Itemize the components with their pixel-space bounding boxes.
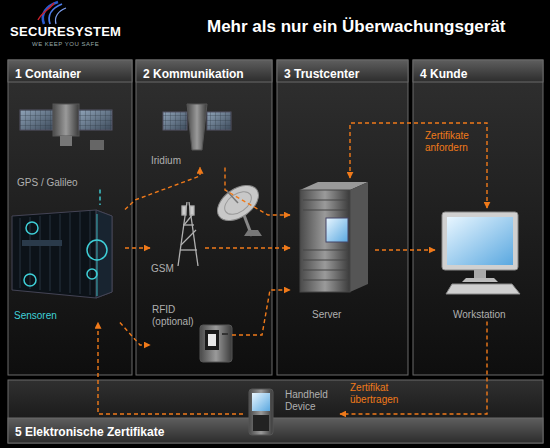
component-caption: Server (312, 309, 341, 321)
edge-label: Zertifikate anfordern (425, 130, 480, 153)
panel-heading: 5 Elektronische Zertifikate (15, 426, 164, 440)
rfid-reader (200, 325, 232, 362)
component-caption: Handheld Device (285, 389, 337, 412)
dashed-arrow (120, 323, 150, 346)
dashed-arrow (98, 323, 243, 415)
component-node: GSM (150, 200, 205, 276)
component-node: Iridium (148, 98, 235, 168)
label-wrap: SECURESYSTEM (10, 25, 121, 40)
panel-heading: 1 Container (15, 68, 81, 82)
component-node: Server (290, 178, 375, 322)
dashed-arrow (225, 168, 290, 216)
component-caption: GPS / Galileo (17, 177, 78, 189)
gsm-tower (178, 202, 198, 266)
panel: 2 KommunikationIridiumGSM RFID (optional) (136, 60, 272, 375)
dashed-arrow (205, 247, 290, 248)
panel-heading: 3 Trustcenter (284, 68, 359, 82)
label-wrap: WE KEEP YOU SAFE (32, 41, 99, 48)
panel-heading: 4 Kunde (420, 68, 467, 82)
component-caption: Iridium (151, 155, 181, 167)
component-caption: Workstation (453, 309, 506, 321)
panels (8, 60, 543, 443)
panel: 5 Elektronische Zertifikate Handheld Devi… (8, 380, 543, 443)
satellite-dish (211, 178, 265, 236)
panel: 3 TrustcenterServer (277, 60, 408, 375)
component-node: Sensoren (10, 205, 125, 323)
title-wrap: Mehr als nur ein Überwachungsgerät (207, 17, 506, 37)
component-caption: RFID (optional) (152, 304, 200, 327)
dashed-arrow (125, 247, 150, 248)
workstation (442, 212, 520, 294)
dashed-arrow (340, 322, 487, 415)
component-node: Handheld Device (243, 386, 340, 438)
dashed-arrow (375, 249, 435, 250)
gps-satellite (20, 104, 112, 150)
panel: 1 ContainerGPS / GalileoSensoren (8, 60, 132, 375)
edge-label-wrap: Zertifikat übertragen (350, 382, 412, 405)
panel: 4 KundeWorkstation (413, 60, 543, 375)
component-node: RFID (optional) (150, 300, 232, 368)
edge-label: Zertifikat übertragen (350, 382, 412, 405)
component-node: GPS / Galileo (15, 98, 115, 190)
logo-tagline: WE KEEP YOU SAFE (32, 41, 99, 48)
dashed-arrow (99, 190, 100, 206)
dashed-arrow (350, 123, 487, 208)
server (300, 182, 368, 292)
dashed-arrow (125, 168, 200, 210)
component-caption: GSM (151, 263, 174, 275)
handheld-device (249, 389, 273, 435)
component-caption: Sensoren (14, 310, 57, 322)
logo-text: SECURESYSTEM (10, 25, 121, 40)
panel-heading: 2 Kommunikation (143, 68, 244, 82)
iridium-satellite (163, 104, 231, 150)
logo-mark (38, 2, 66, 24)
component-node: Workstation (435, 208, 525, 322)
container (12, 210, 112, 298)
edge-label-wrap: Zertifikate anfordern (425, 130, 480, 153)
title: Mehr als nur ein Überwachungsgerät (207, 17, 506, 37)
dashed-arrow (232, 290, 290, 335)
